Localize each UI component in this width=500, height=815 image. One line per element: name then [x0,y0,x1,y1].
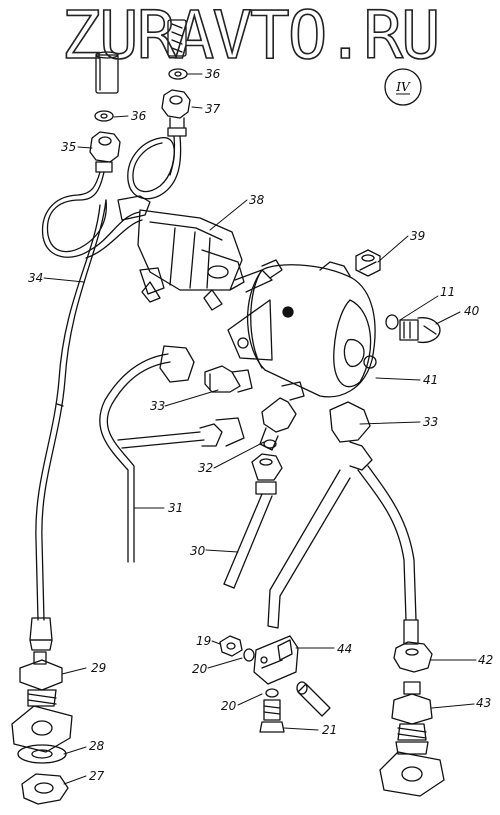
callout-34: 34 [28,271,44,285]
union-33-left [204,365,253,393]
lockwasher-20-bottom [265,688,279,698]
leader-lines [43,73,477,785]
lockwasher-20-top [243,648,255,662]
callout-33-left: 33 [150,399,166,413]
washer-36-right [168,68,188,80]
screw-40 [399,317,441,344]
nut-27 [21,773,69,805]
union-nut-35 [89,131,121,173]
callout-38: 38 [249,193,265,207]
watermark-logo: ZURAVTO.RU [61,2,442,68]
section-marker: IV [383,67,423,107]
watermark-text: ZURAVTO.RU [61,2,438,68]
callout-42: 42 [478,653,494,667]
callout-28: 28 [89,739,105,753]
callout-31: 31 [168,501,184,515]
fitting-43 [379,681,445,797]
filter-body-38 [117,195,283,311]
callout-40: 40 [464,304,480,318]
pipe-34 [35,199,107,621]
nut-42 [393,641,433,673]
pipe-31 [99,345,245,563]
callout-19: 19 [196,634,212,648]
callout-43: 43 [476,696,492,710]
fitting-29 [11,651,73,753]
callout-20-top: 20 [192,662,208,676]
callout-36-right: 36 [205,67,221,81]
fitting-nipple-right [167,19,187,57]
washer-28 [17,744,67,764]
housing-41 [227,261,377,398]
nut-19 [219,635,243,657]
bolt-21 [259,699,285,733]
callout-32: 32 [198,461,214,475]
callout-36-left: 36 [131,109,147,123]
pipe-stub [267,469,351,629]
callout-20-bottom: 20 [221,699,237,713]
fitting-39 [355,249,381,277]
tee-32 [259,381,305,451]
callout-37: 37 [205,102,221,116]
callout-35: 35 [61,140,77,154]
lockwasher-11 [385,314,399,330]
callout-41: 41 [423,373,439,387]
pipe-42 [357,465,419,645]
roman-numeral: IV [395,80,411,94]
callout-44: 44 [337,642,353,656]
callout-21: 21 [322,723,338,737]
callout-27: 27 [89,769,105,783]
fitting-nipple-left [95,51,119,94]
pipe-loop-35 [41,171,107,258]
nut-left-top [29,617,53,651]
callout-11: 11 [440,285,456,299]
bracket-44 [253,635,299,685]
pipe-to-filter [85,211,143,259]
union-33-right [329,401,373,471]
callout-39: 39 [410,229,426,243]
stud-pin [296,681,331,717]
pipe-loop-37 [127,135,182,200]
callout-29: 29 [91,661,107,675]
union-nut-37 [161,89,191,137]
callout-33-right: 33 [423,415,439,429]
callout-30: 30 [190,544,206,558]
pipe-30 [223,453,283,589]
washer-36-left [94,110,114,122]
